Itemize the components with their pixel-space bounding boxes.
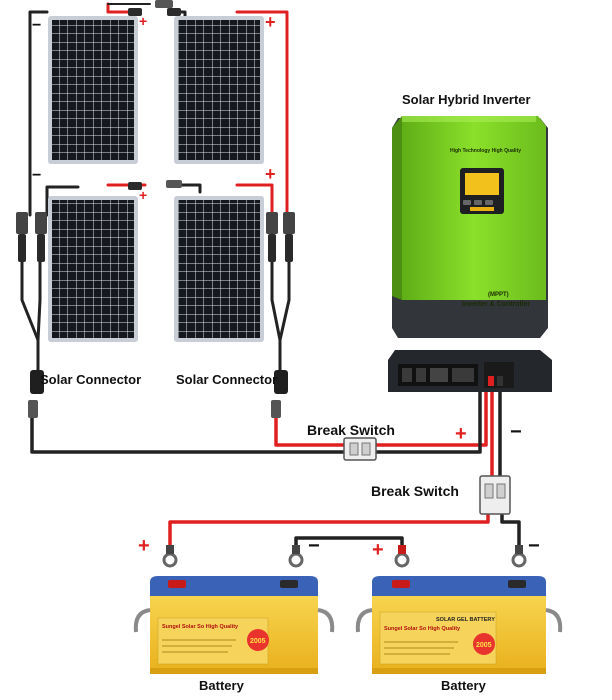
solar-panel-array: − + + − + + [32,0,276,342]
solar-panel-1 [48,16,138,164]
mc4-connectors [16,212,295,418]
wire-neg-pv [30,416,346,454]
panel-4-plus-sign: + [265,164,276,184]
battery-right: SOLAR GEL BATTERY Sungel Solar So High Q… [355,545,563,674]
hybrid-inverter: Solar Hybrid Inverter High Technology Hi… [388,92,552,392]
wire-neg-panel-1 [28,10,49,217]
pv-plus-sign: + [455,423,467,445]
battery-right-type: SOLAR GEL BATTERY [436,617,495,623]
solar-panel-2 [174,16,264,164]
wire-neg-panel-3 [45,185,80,217]
battery-left-label: Battery [199,678,245,693]
battery-left-minus-sign: − [308,535,320,557]
panel-3-minus-sign: − [32,167,41,184]
break-switch-battery [479,475,511,515]
battery-right-brand: Sungel Solar So High Quality [384,626,461,632]
battery-left: Sungel Solar So High Quality 2005 [133,545,335,674]
panel-3-plus-sign: + [139,187,147,203]
inverter-controller-label: Inverter & Controller [462,301,530,308]
battery-right-seal: 2005 [476,642,492,649]
inverter-tagline: High Technology High Quality [450,148,521,154]
solar-panel-4 [174,196,264,342]
wire-pos-panel-2 [235,10,289,217]
battery-right-minus-sign: − [528,535,540,557]
inverter-mppt-label: (MPPT) [488,292,509,298]
wire-pos-panel-1 [106,2,134,14]
solar-panel-3 [48,196,138,342]
wires [20,2,521,550]
solar-connector-left-label: Solar Connector [40,372,141,387]
panel-1-plus-sign: + [139,13,147,29]
battery-left-brand: Sungel Solar So High Quality [162,624,239,630]
solar-connector-right-label: Solar Connector [176,372,277,387]
wire-pos-panel-4 [235,183,274,217]
wire-neg-bat [500,512,521,550]
inverter-title: Solar Hybrid Inverter [402,92,531,107]
wire-pos-pv [274,416,346,447]
battery-left-plus-sign: + [138,535,150,557]
battery-right-plus-sign: + [372,539,384,561]
wire-series-link [294,536,404,550]
panel-2-plus-sign: + [265,12,276,32]
pv-minus-sign: − [510,421,522,443]
battery-left-seal: 2005 [250,638,266,645]
wire-pos-pv-inv [373,390,488,447]
panel-1-minus-sign: − [32,17,41,34]
break-switch-pv-label: Break Switch [307,422,395,438]
break-switch-battery-label: Break Switch [371,483,459,499]
break-switch-pv [343,437,377,461]
wire-pos-bat [168,512,490,550]
wire-neg-pv-inv [373,390,482,454]
battery-right-label: Battery [441,678,487,693]
